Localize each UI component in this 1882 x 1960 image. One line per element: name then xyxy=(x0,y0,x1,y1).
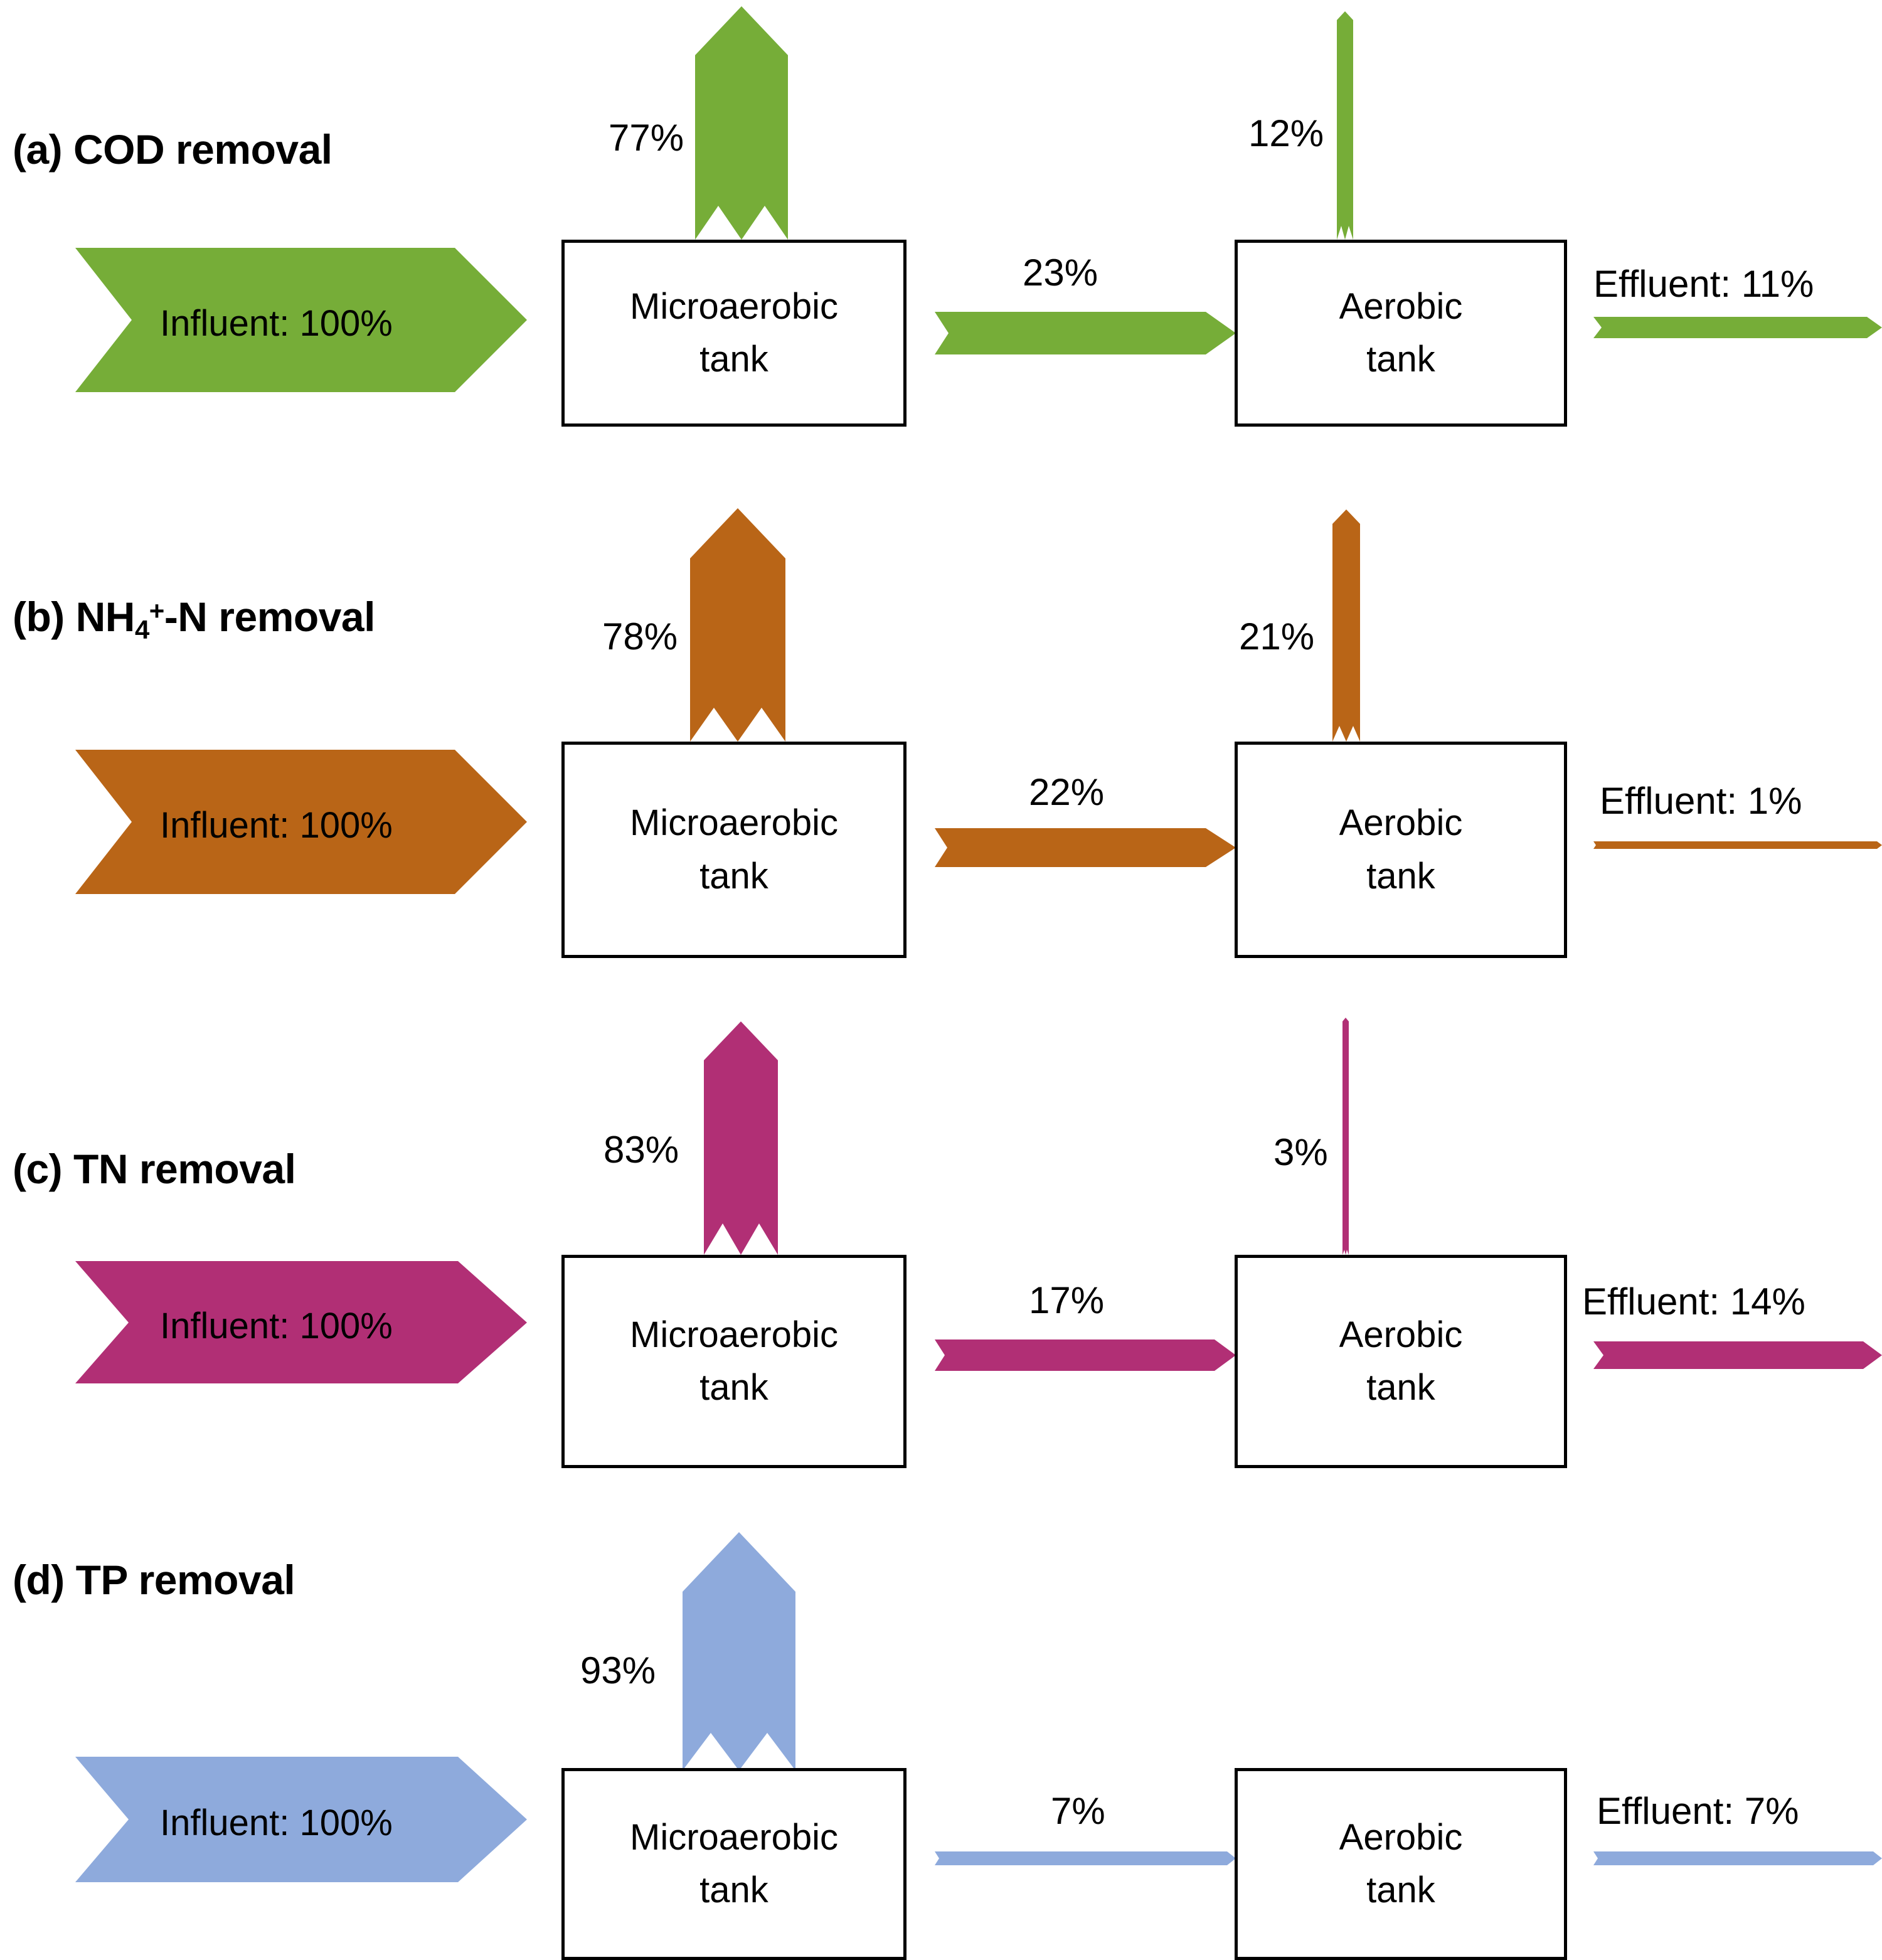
aerobic-tank-c: Aerobic tank xyxy=(1235,1255,1567,1468)
panel-title-b-sup: + xyxy=(149,596,165,626)
effluent-arrow-b xyxy=(1593,841,1882,849)
effluent-arrow-d xyxy=(1593,1851,1882,1865)
aerobic-tank-line1-c: Aerobic xyxy=(1339,1314,1463,1355)
microaerobic-tank-d: Microaerobic tank xyxy=(561,1768,906,1960)
influent-label-c: Influent: 100% xyxy=(160,1306,393,1346)
microaerobic-tank-a: Microaerobic tank xyxy=(561,240,906,427)
influent-label-d: Influent: 100% xyxy=(160,1803,393,1843)
panel-nh4-removal: (b) NH4+-N removal Influent: 100% 78% Mi… xyxy=(0,489,1882,1004)
aerobic-tank-a: Aerobic tank xyxy=(1235,240,1567,427)
effluent-arrow-shape-b xyxy=(1593,841,1882,849)
aerobic-tank-line1-a: Aerobic xyxy=(1339,285,1463,327)
microaerobic-tank-line1-a: Microaerobic xyxy=(630,285,838,327)
influent-arrow-a xyxy=(75,248,527,392)
influent-arrow-shape-d xyxy=(75,1757,527,1882)
effluent-arrow-c xyxy=(1593,1341,1882,1369)
microaerobic-removal-label-d: 93% xyxy=(580,1649,656,1691)
connector-label-b: 22% xyxy=(1029,771,1105,813)
aerobic-removal-label-c: 3% xyxy=(1273,1131,1328,1173)
aerobic-tank-line1-d: Aerobic xyxy=(1339,1816,1463,1858)
connector-arrow-shape-a xyxy=(935,312,1236,354)
aerobic-tank-line2-d: tank xyxy=(1366,1870,1435,1910)
effluent-arrow-shape-c xyxy=(1593,1341,1882,1369)
aerobic-removal-label-b: 21% xyxy=(1239,615,1315,658)
influent-arrow-b xyxy=(75,750,527,894)
aerobic-tank-line2-c: tank xyxy=(1366,1367,1435,1408)
panel-tp-removal: (d) TP removal Influent: 100% 93% Microa… xyxy=(0,1506,1882,1960)
aerobic-removal-arrow-shape-b xyxy=(1332,509,1360,742)
panel-title-b: (b) NH4+-N removal xyxy=(13,593,375,645)
microaerobic-tank-line2-d: tank xyxy=(699,1870,768,1910)
aerobic-removal-arrow-c xyxy=(1342,1018,1349,1255)
aerobic-removal-arrow-a xyxy=(1337,11,1353,240)
aerobic-tank-line2-a: tank xyxy=(1366,339,1435,380)
microaerobic-removal-label-c: 83% xyxy=(603,1129,679,1171)
microaerobic-removal-arrow-shape-a xyxy=(695,6,788,240)
panel-tn-removal: (c) TN removal Influent: 100% 83% Microa… xyxy=(0,1004,1882,1506)
influent-label-b: Influent: 100% xyxy=(160,805,393,846)
microaerobic-tank-line2-a: tank xyxy=(699,339,768,380)
microaerobic-removal-arrow-shape-d xyxy=(683,1532,795,1771)
aerobic-removal-arrow-shape-a xyxy=(1337,11,1353,240)
connector-label-c: 17% xyxy=(1029,1279,1105,1321)
aerobic-tank-line2-b: tank xyxy=(1366,855,1435,897)
microaerobic-tank-line1-b: Microaerobic xyxy=(630,802,838,844)
aerobic-tank-line1-b: Aerobic xyxy=(1339,802,1463,844)
connector-arrow-d xyxy=(935,1851,1236,1865)
microaerobic-tank-line1-c: Microaerobic xyxy=(630,1314,838,1355)
influent-arrow-c xyxy=(75,1261,527,1383)
influent-arrow-d xyxy=(75,1757,527,1882)
microaerobic-removal-arrow-c xyxy=(704,1021,778,1255)
influent-label-a: Influent: 100% xyxy=(160,303,393,344)
connector-arrow-shape-b xyxy=(935,828,1236,867)
microaerobic-tank-c: Microaerobic tank xyxy=(561,1255,906,1468)
microaerobic-removal-label-a: 77% xyxy=(609,117,684,159)
microaerobic-removal-arrow-d xyxy=(683,1532,795,1771)
microaerobic-removal-arrow-a xyxy=(695,6,788,240)
microaerobic-tank-line2-b: tank xyxy=(699,855,768,897)
panel-title-b-sub: 4 xyxy=(134,615,149,644)
microaerobic-removal-arrow-b xyxy=(690,508,785,742)
connector-arrow-b xyxy=(935,828,1236,867)
microaerobic-tank-b: Microaerobic tank xyxy=(561,742,906,958)
connector-arrow-shape-d xyxy=(935,1851,1236,1865)
microaerobic-removal-arrow-shape-c xyxy=(704,1021,778,1255)
panel-title-c: (c) TN removal xyxy=(13,1146,296,1192)
connector-label-d: 7% xyxy=(1051,1790,1105,1832)
influent-arrow-shape-a xyxy=(75,248,527,392)
microaerobic-removal-arrow-shape-b xyxy=(690,508,785,742)
connector-label-a: 23% xyxy=(1023,252,1098,294)
effluent-arrow-shape-a xyxy=(1593,317,1882,338)
effluent-label-c: Effluent: 14% xyxy=(1582,1281,1805,1323)
influent-arrow-shape-c xyxy=(75,1261,527,1383)
panel-cod-removal: (a) COD removal Influent: 100% 77% Micro… xyxy=(0,0,1882,489)
panel-title-b-suffix: -N removal xyxy=(164,594,376,640)
effluent-label-b: Effluent: 1% xyxy=(1600,780,1802,822)
connector-arrow-shape-c xyxy=(935,1340,1236,1371)
effluent-arrow-shape-d xyxy=(1593,1851,1882,1865)
aerobic-removal-label-a: 12% xyxy=(1248,112,1324,154)
microaerobic-removal-label-b: 78% xyxy=(602,615,678,658)
influent-arrow-shape-b xyxy=(75,750,527,894)
aerobic-tank-d: Aerobic tank xyxy=(1235,1768,1567,1960)
panel-title-a: (a) COD removal xyxy=(13,126,332,173)
effluent-arrow-a xyxy=(1593,317,1882,338)
effluent-label-d: Effluent: 7% xyxy=(1597,1790,1799,1832)
microaerobic-tank-line2-c: tank xyxy=(699,1367,768,1408)
aerobic-removal-arrow-b xyxy=(1332,509,1360,742)
effluent-label-a: Effluent: 11% xyxy=(1593,263,1814,305)
panel-title-b-prefix: (b) NH xyxy=(13,594,135,640)
connector-arrow-a xyxy=(935,312,1236,354)
aerobic-tank-b: Aerobic tank xyxy=(1235,742,1567,958)
panel-title-d: (d) TP removal xyxy=(13,1557,295,1603)
connector-arrow-c xyxy=(935,1340,1236,1371)
aerobic-removal-arrow-shape-c xyxy=(1342,1018,1349,1255)
microaerobic-tank-line1-d: Microaerobic xyxy=(630,1816,838,1858)
